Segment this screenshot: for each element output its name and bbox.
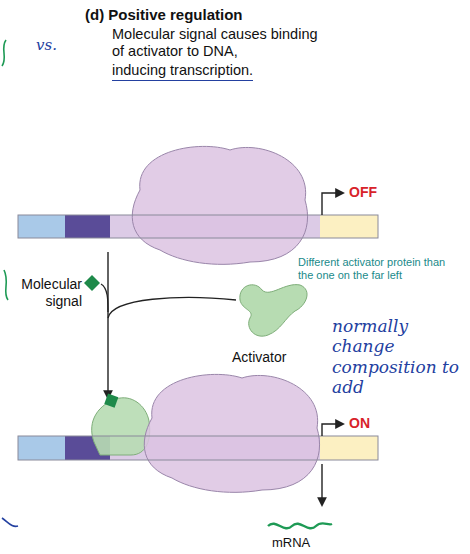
rna-polymerase [144, 374, 319, 492]
merge-line [101, 284, 108, 312]
margin-mark [2, 518, 18, 526]
margin-mark [4, 270, 8, 300]
mrna-label: mRNA [272, 535, 332, 551]
signal-molecule [84, 275, 100, 291]
description-text: inducing transcription. [112, 62, 253, 81]
dna-outline [18, 436, 378, 460]
mrna-strand [268, 523, 332, 528]
description-text: Molecular signal causes binding of activ… [112, 26, 327, 61]
dna-outline [18, 215, 378, 238]
dna-segment [18, 436, 65, 460]
annotation-note: Different activator protein than the one… [298, 256, 458, 282]
handwritten-note: vs. [36, 36, 76, 54]
gene-segment [320, 436, 378, 460]
operator-segment [65, 215, 110, 238]
bound-activator [92, 398, 150, 455]
rna-polymerase [132, 146, 307, 264]
transcription-start-arrow [322, 424, 343, 436]
signal-label: Molecular signal [10, 276, 82, 310]
bound-signal [104, 394, 118, 408]
margin-mark [2, 40, 6, 66]
transcription-arrow [321, 464, 322, 505]
gene-segment [320, 215, 378, 238]
activator-protein [240, 285, 307, 337]
merge-line [108, 297, 236, 318]
process-arrow [107, 252, 108, 398]
state-label: OFF [349, 184, 399, 201]
activator-label: Activator [232, 349, 322, 366]
state-label: ON [349, 415, 399, 432]
transcription-start-arrow [322, 193, 343, 215]
panel-title: (d) Positive regulation [85, 6, 243, 24]
dna-segment [18, 215, 65, 238]
handwritten-note: normally change composition to add [332, 316, 460, 398]
